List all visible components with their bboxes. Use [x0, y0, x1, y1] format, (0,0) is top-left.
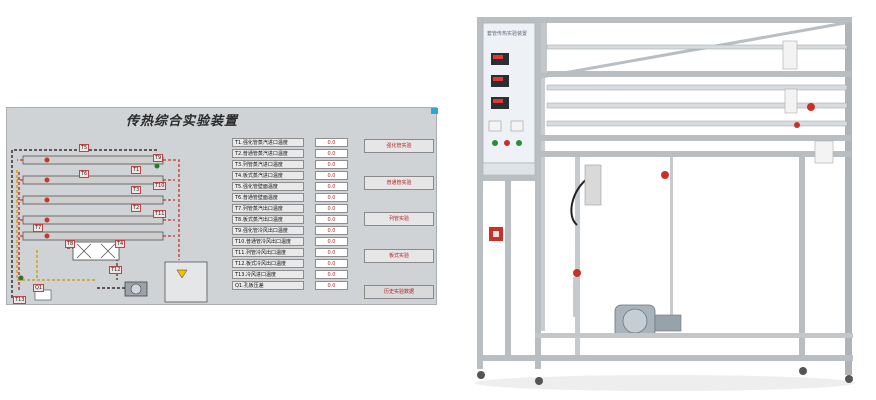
- reading-value: 0.0: [315, 193, 348, 202]
- reading-row: T11.列管冷风出口温度 0.0: [232, 248, 352, 258]
- reading-value: 0.0: [315, 270, 348, 279]
- sensor-tag-t6: T6: [79, 170, 90, 178]
- reading-label: T4.板式蒸汽进口温度: [232, 171, 304, 180]
- reading-label: T11.列管冷风出口温度: [232, 248, 304, 257]
- reading-label: T6.普通管壁面温度: [232, 193, 304, 202]
- reading-row: T10.普通管冷风出口温度 0.0: [232, 237, 352, 247]
- reading-value: 0.0: [315, 182, 348, 191]
- plain-tube-experiment-button[interactable]: 普通管实验: [364, 176, 434, 190]
- reading-row: T8.板式蒸汽出口温度 0.0: [232, 215, 352, 225]
- sensor-tag-t11: T11: [153, 210, 167, 218]
- reading-label: T1.强化管蒸汽进口温度: [232, 138, 304, 147]
- equipment-rig-drawing: 套管传热实验装置: [475, 17, 855, 391]
- reading-row: T3.列管蒸汽进口温度 0.0: [232, 160, 352, 170]
- device-label: 套管传热实验装置: [487, 30, 527, 37]
- reading-value: 0.0: [315, 171, 348, 180]
- valve-icons: [18, 157, 160, 281]
- reading-label: Q1.孔板压差: [232, 281, 304, 290]
- reading-row: T4.板式蒸汽进口温度 0.0: [232, 171, 352, 181]
- reading-value: 0.0: [315, 281, 348, 290]
- reading-row: T9.强化管冷风出口温度 0.0: [232, 226, 352, 236]
- plate-experiment-button[interactable]: 板式实验: [364, 249, 434, 263]
- window-control-icon[interactable]: [431, 108, 438, 114]
- sensor-tag-q1: Q1: [33, 284, 45, 292]
- reading-label: T13.冷风进口温度: [232, 270, 304, 279]
- reading-label: T3.列管蒸汽进口温度: [232, 160, 304, 169]
- sensor-tag-t3: T3: [131, 186, 142, 194]
- sensor-tag-t7: T7: [33, 224, 44, 232]
- reading-value: 0.0: [315, 204, 348, 213]
- schematic-drawing: [11, 149, 208, 303]
- reading-label: T2.普通管蒸汽进口温度: [232, 149, 304, 158]
- reading-row: Q1.孔板压差 0.0: [232, 281, 352, 291]
- enhanced-tube-experiment-button[interactable]: 强化管实验: [364, 139, 434, 153]
- reading-value: 0.0: [315, 259, 348, 268]
- reading-row: T7.列管蒸汽出口温度 0.0: [232, 204, 352, 214]
- shell-tube-experiment-button[interactable]: 列管实验: [364, 212, 434, 226]
- sensor-tag-t8: T8: [65, 240, 76, 248]
- process-schematic: T5 T9 T6 T1 T3 T10 T2 T11 T7 T8 T4 T12 Q…: [7, 130, 227, 306]
- hmi-window: 传热综合实验装置: [6, 107, 438, 306]
- sensor-tag-t13: T13: [13, 296, 27, 304]
- reading-row: T12.板式冷风出口温度 0.0: [232, 259, 352, 269]
- window-title: 传热综合实验装置: [125, 114, 238, 129]
- reading-label: T12.板式冷风出口温度: [232, 259, 304, 268]
- reading-label: T9.强化管冷风出口温度: [232, 226, 304, 235]
- reading-value: 0.0: [315, 215, 348, 224]
- reading-value: 0.0: [315, 226, 348, 235]
- sensor-tag-t5: T5: [79, 144, 90, 152]
- reading-row: T5.强化管壁面温度 0.0: [232, 182, 352, 192]
- sensor-tag-t9: T9: [153, 154, 164, 162]
- sensor-tag-t4: T4: [115, 240, 126, 248]
- history-data-button[interactable]: 历史实验数据: [364, 285, 434, 299]
- reading-row: T13.冷风进口温度 0.0: [232, 270, 352, 280]
- sensor-tag-t2: T2: [131, 204, 142, 212]
- sensor-tag-t10: T10: [153, 182, 167, 190]
- sensor-tag-t12: T12: [109, 266, 123, 274]
- reading-label: T10.普通管冷风出口温度: [232, 237, 304, 246]
- reading-row: T6.普通管壁面温度 0.0: [232, 193, 352, 203]
- heat-exchanger-tubes: [22, 155, 164, 241]
- reading-value: 0.0: [315, 248, 348, 257]
- reading-value: 0.0: [315, 160, 348, 169]
- sensor-tag-t1: T1: [131, 166, 142, 174]
- equipment-photo: 套管传热实验装置: [465, 15, 869, 395]
- reading-row: T2.普通管蒸汽进口温度 0.0: [232, 149, 352, 159]
- reading-label: T8.板式蒸汽出口温度: [232, 215, 304, 224]
- reading-label: T5.强化管壁面温度: [232, 182, 304, 191]
- reading-label: T7.列管蒸汽出口温度: [232, 204, 304, 213]
- reading-value: 0.0: [315, 149, 348, 158]
- reading-row: T1.强化管蒸汽进口温度 0.0: [232, 138, 352, 148]
- reading-value: 0.0: [315, 138, 348, 147]
- reading-value: 0.0: [315, 237, 348, 246]
